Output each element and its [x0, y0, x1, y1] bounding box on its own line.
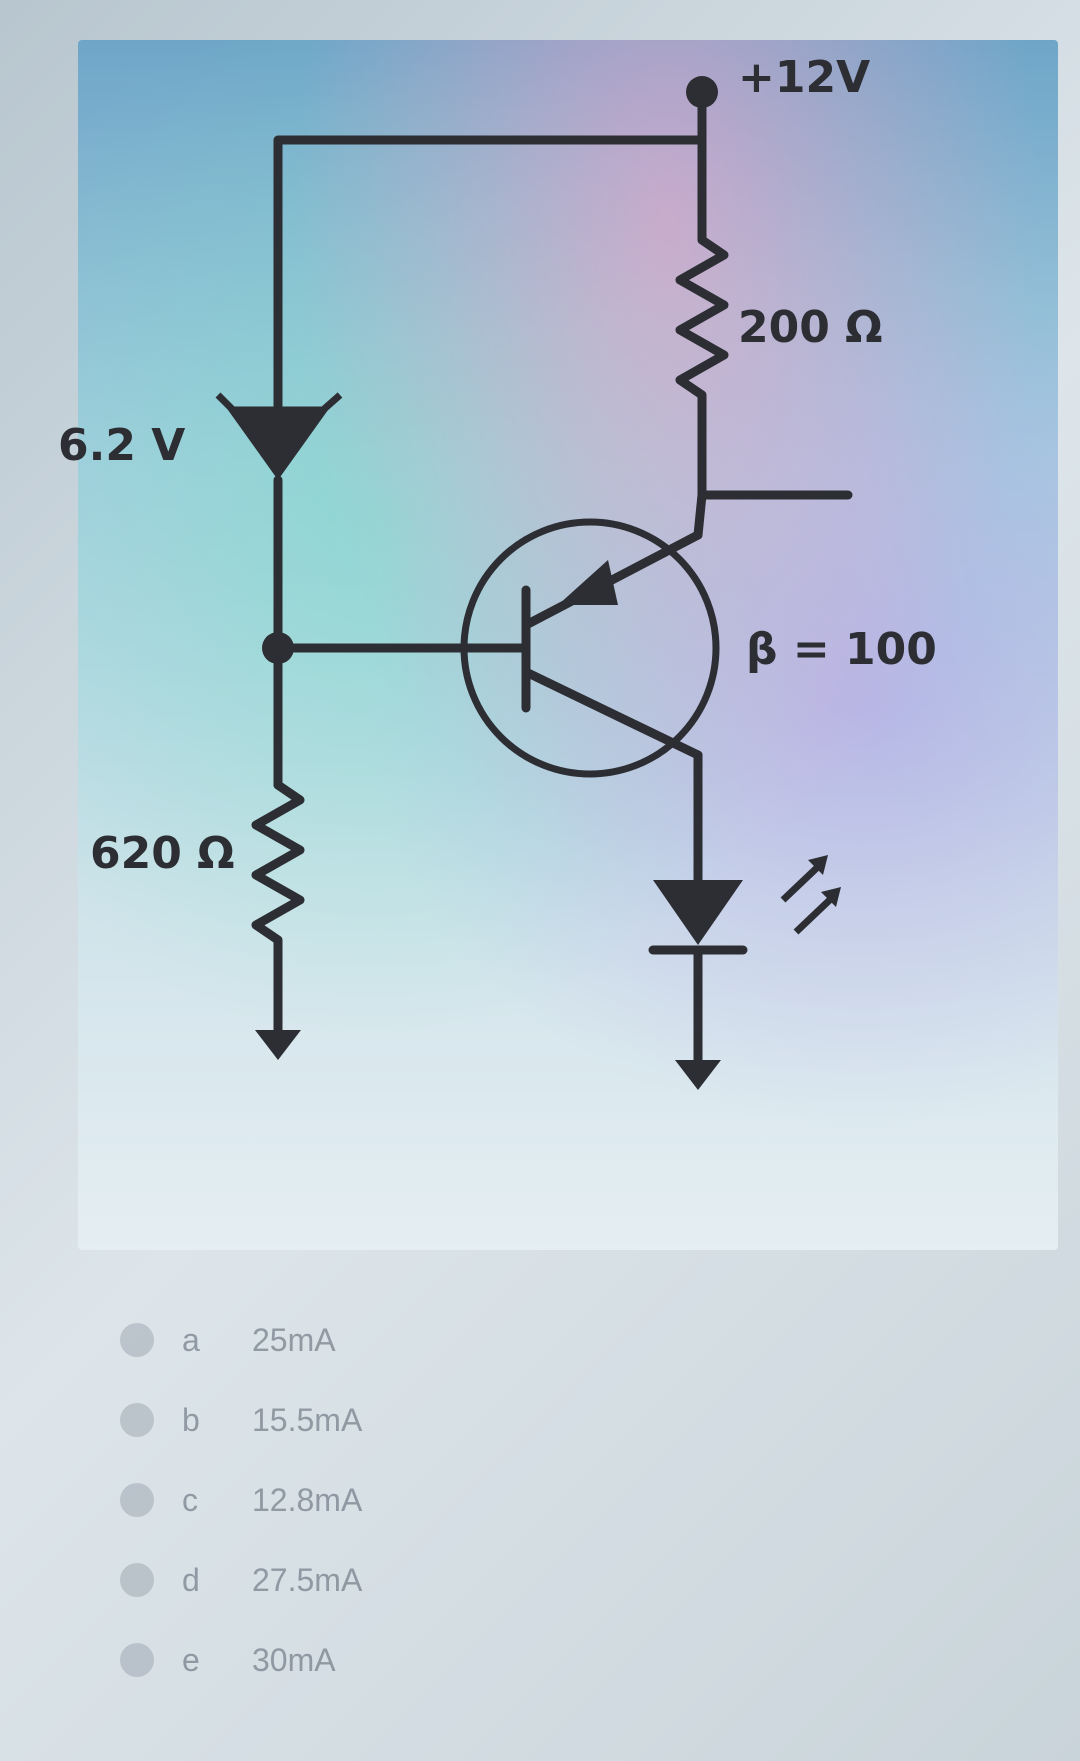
option-a[interactable]: a 25mA — [120, 1300, 820, 1380]
zener-label: 6.2 V — [58, 420, 185, 471]
emitter-resistor-label: 200 Ω — [738, 302, 883, 353]
option-letter: c — [182, 1481, 198, 1518]
zener-diode-bar — [215, 392, 343, 414]
radio-button[interactable] — [120, 1563, 154, 1597]
option-d[interactable]: d 27.5mA — [120, 1540, 820, 1620]
option-text: 12.8mA — [252, 1481, 363, 1518]
base-resistor-label: 620 Ω — [90, 828, 235, 879]
transistor-collector-leg — [521, 667, 703, 760]
option-letter: d — [182, 1561, 200, 1598]
option-letter: b — [182, 1401, 200, 1438]
led-body — [653, 880, 743, 945]
option-e[interactable]: e 30mA — [120, 1620, 820, 1700]
option-text: 15.5mA — [252, 1401, 363, 1438]
option-b[interactable]: b 15.5mA — [120, 1380, 820, 1460]
radio-button[interactable] — [120, 1323, 154, 1357]
led-light-arrowhead-1 — [808, 855, 828, 875]
ground-symbol-left — [255, 1030, 301, 1060]
emitter-resistor — [675, 135, 729, 500]
radio-button[interactable] — [120, 1483, 154, 1517]
radio-button[interactable] — [120, 1403, 154, 1437]
ground-symbol-right — [675, 1060, 721, 1090]
zener-diode-body — [228, 410, 328, 480]
top-rail-wire — [273, 87, 707, 415]
beta-label: β = 100 — [746, 624, 937, 675]
transistor-emitter-arrow — [558, 560, 618, 605]
supply-label: +12V — [738, 52, 870, 103]
answer-options: a 25mA b 15.5mA c 12.8mA d 27.5mA e 30mA — [120, 1300, 820, 1700]
circuit-diagram: +12V 200 Ω 6.2 V β = 100 — [58, 52, 937, 1090]
base-resistor — [251, 780, 305, 1035]
circuit-figure: +12V 200 Ω 6.2 V β = 100 — [58, 40, 1058, 1250]
option-text: 30mA — [252, 1641, 336, 1678]
transistor-circle — [460, 518, 720, 778]
led-light-arrowhead-2 — [821, 887, 841, 907]
radio-button[interactable] — [120, 1643, 154, 1677]
option-text: 25mA — [252, 1321, 336, 1358]
option-letter: a — [182, 1321, 200, 1358]
emitter-connect-wire — [693, 490, 707, 540]
option-letter: e — [182, 1641, 200, 1678]
option-text: 27.5mA — [252, 1561, 363, 1598]
option-c[interactable]: c 12.8mA — [120, 1460, 820, 1540]
